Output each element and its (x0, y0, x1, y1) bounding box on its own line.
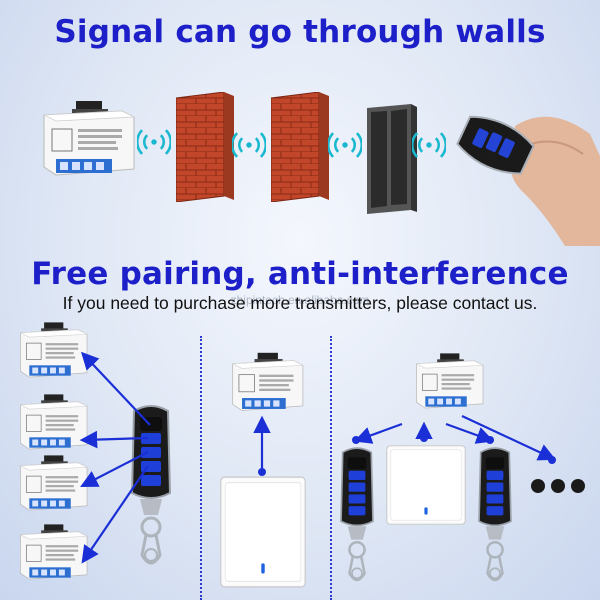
wall-switch-icon[interactable] (386, 445, 466, 525)
watermark: zhipintech.en.alibaba.com (230, 293, 370, 307)
hand-holding-remote-icon (456, 115, 600, 246)
panel-divider (330, 336, 332, 600)
headline-signal: Signal can go through walls (54, 14, 546, 50)
ellipsis-icon (531, 479, 585, 493)
relay-module-icon (416, 353, 484, 409)
wall-switch-icon[interactable] (220, 476, 306, 588)
panel-divider (200, 336, 202, 600)
headline-pairing: Free pairing, anti-interference (31, 256, 569, 292)
relay-module-icon (232, 352, 304, 411)
subtitle: If you need to purchase more transmitter… (62, 293, 538, 313)
key-fob-remote-icon (339, 446, 375, 582)
key-fob-remote-icon (477, 446, 513, 582)
